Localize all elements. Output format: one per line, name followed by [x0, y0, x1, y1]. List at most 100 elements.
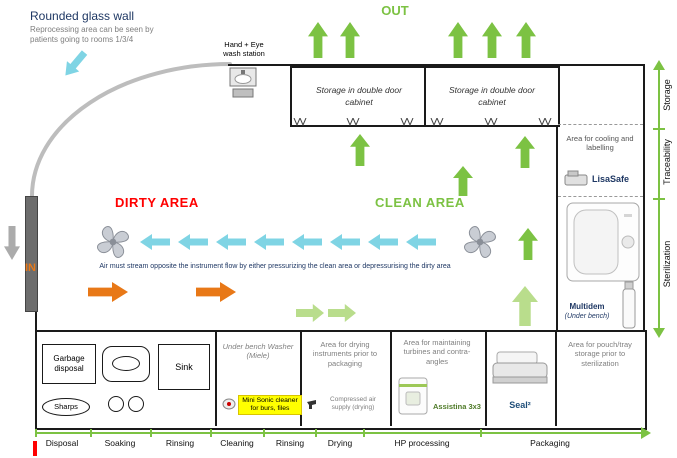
compressed-air-label: Compressed air supply (drying)	[330, 396, 376, 412]
in-label: IN	[25, 262, 36, 274]
air-stream-arrow-icon	[216, 234, 246, 250]
container-icon	[128, 396, 144, 412]
out-label: OUT	[381, 3, 409, 18]
dirty-flow-arrow-icon	[88, 282, 128, 302]
air-stream-arrow-icon	[254, 234, 284, 250]
tub-basin	[112, 356, 140, 371]
cabinet-label: Storage in double door cabinet	[315, 85, 402, 107]
sink-icon: Sink	[158, 344, 210, 390]
door-swing-icon	[346, 118, 360, 126]
clean-flow-arrow-icon	[350, 134, 370, 166]
glass-view-arrow-icon	[59, 47, 91, 80]
seal-device-icon	[492, 351, 548, 384]
garbage-disposal-label: Garbage disposal	[53, 353, 85, 373]
door-swing-icon	[430, 118, 444, 126]
seal-label: Seal²	[509, 400, 531, 410]
sharps-container: Sharps	[42, 398, 90, 416]
clean-flow-arrow-icon	[453, 166, 473, 196]
air-stream-arrow-icon	[140, 234, 170, 250]
axis-label-rinsing-1: Rinsing	[165, 438, 195, 448]
assistina-label: Assistina 3x3	[433, 402, 481, 411]
axis-label-cleaning: Cleaning	[220, 438, 254, 448]
fan-icon	[464, 226, 496, 258]
out-flow-arrow-icon	[482, 22, 502, 58]
door-swing-icon	[484, 118, 498, 126]
stage-label-storage: Storage	[662, 79, 672, 111]
garbage-disposal: Garbage disposal	[42, 344, 96, 384]
clean-flow-arrow-icon	[512, 286, 538, 326]
stage-axis-arrowhead-icon	[653, 60, 665, 70]
lisasafe-label: LisaSafe	[592, 174, 630, 184]
air-stream-arrow-icon	[330, 234, 360, 250]
lisasafe-device-icon	[564, 170, 588, 186]
entry-door	[25, 196, 38, 312]
multidem-device-icon	[622, 281, 636, 329]
turbines-area-label: Area for maintaining turbines and contra…	[403, 338, 471, 366]
axis-label-rinsing-2: Rinsing	[275, 438, 305, 448]
air-stream-arrow-icon	[406, 234, 436, 250]
axis-tick	[210, 429, 212, 437]
cooling-area-label: Area for cooling and labelling	[566, 134, 634, 153]
wall	[35, 309, 37, 332]
out-flow-arrow-icon	[308, 22, 328, 58]
out-flow-arrow-icon	[516, 22, 536, 58]
axis-tick	[263, 429, 265, 437]
axis-label-disposal: Disposal	[45, 438, 79, 448]
axis-tick	[653, 128, 665, 130]
door-swing-icon	[293, 118, 307, 126]
axis-tick	[315, 429, 317, 437]
wall	[215, 330, 217, 426]
air-stream-arrow-icon	[178, 234, 208, 250]
assistina-device-icon	[398, 377, 428, 415]
panel-divider	[558, 124, 643, 125]
out-flow-arrow-icon	[448, 22, 468, 58]
diagram-title: Rounded glass wall	[30, 9, 135, 23]
clean-flow-arrow-icon	[515, 136, 535, 168]
panel-divider	[558, 196, 643, 197]
axis-origin-mark	[33, 441, 37, 456]
wall	[643, 64, 645, 332]
wall	[555, 330, 557, 426]
dirty-area-label: DIRTY AREA	[115, 195, 199, 210]
axis-tick	[653, 198, 665, 200]
washer-label: Under bench Washer (Miele)	[222, 342, 294, 361]
wall	[228, 64, 645, 66]
axis-label-drying: Drying	[327, 438, 353, 448]
soaking-tub-icon	[102, 346, 150, 382]
stage-label-sterilization: Sterilization	[662, 240, 672, 288]
out-flow-arrow-icon	[340, 22, 360, 58]
diagram-subtitle: Reprocessing area can be seen by patient…	[30, 25, 154, 44]
axis-label-packaging: Packaging	[530, 438, 570, 448]
clean-flow-arrow-icon	[518, 228, 538, 260]
storage-cabinet-left: Storage in double door cabinet	[290, 66, 428, 127]
dirty-flow-arrow-icon	[196, 282, 236, 302]
axis-tick	[35, 429, 37, 437]
clean-flow-arrow-icon	[296, 304, 324, 322]
wall	[485, 330, 487, 426]
pouch-area-label: Area for pouch/tray storage prior to ste…	[568, 340, 632, 368]
sharps-label: Sharps	[54, 402, 78, 411]
multidem-label: Multidem	[569, 302, 605, 311]
air-note: Air must stream opposite the instrument …	[99, 263, 451, 270]
sink-label: Sink	[175, 362, 193, 372]
clean-flow-arrow-icon	[328, 304, 356, 322]
hand-wash-station-icon	[229, 67, 257, 98]
fan-icon	[97, 226, 129, 258]
wall	[390, 330, 392, 426]
container-icon	[108, 396, 124, 412]
door-swing-icon	[538, 118, 552, 126]
patient-path-arrow-icon	[4, 226, 20, 260]
wall	[556, 64, 558, 332]
sonic-cleaner-icon	[222, 398, 236, 410]
axis-tick	[90, 429, 92, 437]
stage-label-traceability: Traceability	[662, 139, 672, 185]
wash-station-label: Hand + Eye wash station	[223, 40, 265, 58]
drying-area-label: Area for drying instruments prior to pac…	[312, 340, 378, 368]
axis-label-soaking: Soaking	[104, 438, 136, 448]
process-axis-arrowhead-icon	[641, 427, 651, 439]
cabinet-label: Storage in double door cabinet	[448, 85, 535, 107]
air-stream-arrow-icon	[368, 234, 398, 250]
wall	[300, 330, 302, 426]
axis-tick	[150, 429, 152, 437]
